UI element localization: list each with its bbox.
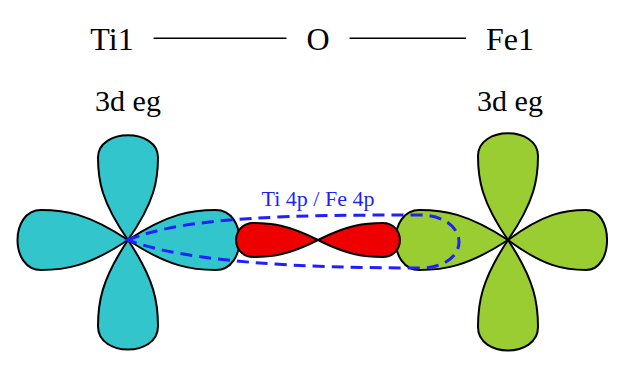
orbital-lobe bbox=[318, 223, 400, 257]
orbital-lobe bbox=[478, 133, 538, 240]
orbital-lobe bbox=[478, 240, 538, 350]
hybrid-label: Ti 4p / Fe 4p bbox=[262, 187, 375, 211]
orbital-label: 3d eg bbox=[95, 84, 161, 117]
label-box: 3d eg bbox=[477, 84, 543, 117]
atom-label: Fe1 bbox=[486, 22, 534, 57]
orbital-lobe bbox=[236, 223, 318, 257]
fe-eg-orbital bbox=[396, 133, 607, 350]
o-p-orbital bbox=[236, 223, 400, 257]
orbital-lobe bbox=[18, 210, 128, 270]
orbital-label: 3d eg bbox=[477, 84, 543, 117]
orbital-lobe bbox=[396, 210, 508, 270]
bond-line bbox=[154, 37, 287, 39]
atom-label: Ti1 bbox=[90, 22, 133, 57]
orbital-lobe bbox=[98, 135, 158, 240]
ti-eg-orbital bbox=[18, 135, 240, 349]
atom-node: O bbox=[286, 22, 349, 57]
label-box: 3d eg bbox=[95, 84, 161, 117]
label-box: Ti 4p / Fe 4p bbox=[262, 187, 375, 211]
atom-node: Fe1 bbox=[466, 22, 554, 57]
atom-node: Ti1 bbox=[70, 22, 153, 57]
orbital-lobe bbox=[508, 210, 607, 270]
bond-line bbox=[350, 37, 466, 39]
orbital-lobe bbox=[98, 240, 158, 350]
atom-label: O bbox=[306, 22, 329, 57]
4p-hybrid-outline bbox=[128, 215, 459, 268]
